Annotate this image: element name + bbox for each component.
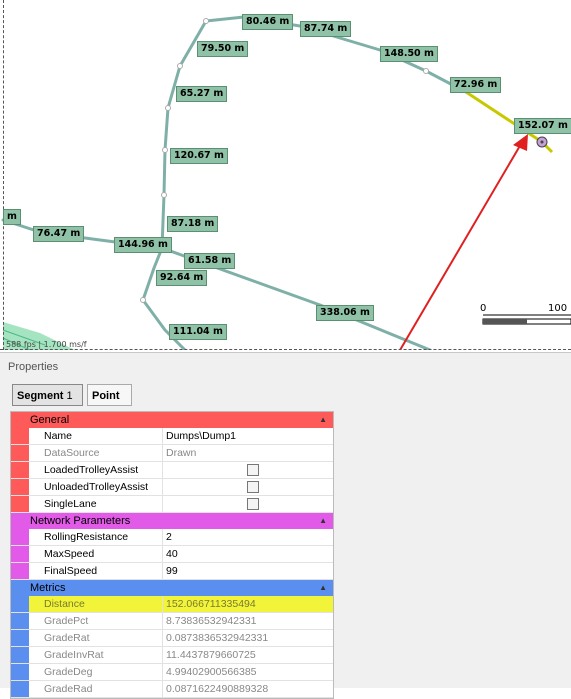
property-grid: General ▲ Name Dumps\Dump1 DataSource Dr…	[10, 411, 334, 699]
segment-label[interactable]: 61.58 m	[184, 253, 236, 269]
segment-label[interactable]: 120.67 m	[170, 148, 228, 164]
segment-label-selected[interactable]: 152.07 m	[514, 118, 571, 134]
area-shape	[3, 322, 75, 350]
property-row-grade-deg[interactable]: GradeDeg 4.99402900566385	[11, 664, 333, 681]
segment-label[interactable]: 65.27 m	[176, 86, 228, 102]
map-border	[3, 0, 4, 350]
segment-label[interactable]: 111.04 m	[169, 324, 227, 340]
property-value[interactable]: 40	[166, 548, 178, 560]
property-name: DataSource	[44, 447, 100, 459]
property-row-name[interactable]: Name Dumps\Dump1	[11, 428, 333, 445]
property-row-grade-rad[interactable]: GradeRad 0.0871622490889328	[11, 681, 333, 698]
property-value: Drawn	[166, 447, 197, 459]
property-name: RollingResistance	[44, 531, 129, 543]
segment-label[interactable]: 148.50 m	[380, 46, 438, 62]
property-row-grade-inv-rat[interactable]: GradeInvRat 11.4437879660725	[11, 647, 333, 664]
segment-label[interactable]: 72.96 m	[450, 77, 502, 93]
property-name: GradeRad	[44, 683, 93, 695]
checkbox[interactable]	[247, 464, 259, 476]
tab-count: 1	[66, 390, 73, 402]
segment-label[interactable]: 92.64 m	[156, 270, 208, 286]
properties-panel: Properties Segment 1 Point 1 General ▲ N…	[0, 352, 571, 699]
property-name: Name	[44, 430, 73, 442]
scale-end-label: 100	[548, 303, 568, 314]
chevron-up-icon[interactable]: ▲	[319, 516, 327, 525]
category-label: Network Parameters	[30, 515, 131, 527]
tab-point[interactable]: Point 1	[87, 384, 132, 424]
property-name: SingleLane	[44, 498, 97, 510]
panel-title: Properties	[8, 361, 59, 373]
segment-label[interactable]: 338.06 m	[316, 305, 374, 321]
category-label: General	[30, 414, 70, 426]
property-row-single-lane[interactable]: SingleLane	[11, 496, 333, 513]
property-value: 152.066711335494	[166, 598, 256, 610]
tab-label: Segment	[17, 390, 64, 402]
property-row-loaded-trolley-assist[interactable]: LoadedTrolleyAssist	[11, 462, 333, 479]
property-name: Distance	[44, 598, 85, 610]
property-row-rolling-resistance[interactable]: RollingResistance 2	[11, 529, 333, 546]
chevron-up-icon[interactable]: ▲	[319, 583, 327, 592]
area-edge	[2, 329, 46, 346]
segment-label[interactable]: 80.46 m	[242, 14, 294, 30]
property-value: 11.4437879660725	[166, 649, 256, 661]
tab-segment[interactable]: Segment 1	[12, 384, 83, 406]
roads	[1, 15, 468, 350]
fps-readout: 588 fps | 1.700 ms/f	[6, 340, 87, 349]
annotation-arrow	[398, 134, 528, 350]
property-row-grade-rat[interactable]: GradeRat 0.0873836532942331	[11, 630, 333, 647]
property-value: 8.73836532942331	[166, 615, 257, 627]
checkbox[interactable]	[247, 498, 259, 510]
segment-label[interactable]: 79.50 m	[197, 41, 249, 57]
property-value[interactable]: 99	[166, 565, 178, 577]
category-metrics[interactable]: Metrics ▲	[11, 580, 333, 596]
map-border	[0, 349, 571, 350]
road-network[interactable]	[0, 0, 571, 350]
segment-label[interactable]: 144.96 m	[114, 237, 172, 253]
property-name: GradePct	[44, 615, 89, 627]
segment-label[interactable]: m	[3, 209, 21, 225]
property-name: MaxSpeed	[44, 548, 95, 560]
property-name: UnloadedTrolleyAssist	[44, 481, 149, 493]
property-row-final-speed[interactable]: FinalSpeed 99	[11, 563, 333, 580]
property-name: FinalSpeed	[44, 565, 98, 577]
property-name: LoadedTrolleyAssist	[44, 464, 139, 476]
segment-label[interactable]: 87.74 m	[300, 21, 352, 37]
property-value: 0.0871622490889328	[166, 683, 269, 695]
property-name: GradeDeg	[44, 666, 93, 678]
property-name: GradeRat	[44, 632, 90, 644]
point-marker-center	[540, 140, 544, 144]
chevron-up-icon[interactable]: ▲	[319, 415, 327, 424]
segment-label[interactable]: 76.47 m	[33, 226, 85, 242]
checkbox[interactable]	[247, 481, 259, 493]
property-row-grade-pct[interactable]: GradePct 8.73836532942331	[11, 613, 333, 630]
property-row-unloaded-trolley-assist[interactable]: UnloadedTrolleyAssist	[11, 479, 333, 496]
property-value[interactable]: Dumps\Dump1	[166, 430, 237, 442]
tab-label: Point	[92, 390, 120, 402]
category-general[interactable]: General ▲	[11, 412, 333, 428]
property-value[interactable]: 2	[166, 531, 172, 543]
property-row-max-speed[interactable]: MaxSpeed 40	[11, 546, 333, 563]
property-name: GradeInvRat	[44, 649, 104, 661]
category-network-parameters[interactable]: Network Parameters ▲	[11, 513, 333, 529]
property-value: 0.0873836532942331	[166, 632, 269, 644]
selected-segment[interactable]	[465, 90, 543, 144]
property-value: 4.99402900566385	[166, 666, 257, 678]
road-nodes	[140, 18, 429, 303]
category-label: Metrics	[30, 582, 66, 594]
map-view[interactable]: 80.46 m 87.74 m 79.50 m 148.50 m 72.96 m…	[0, 0, 571, 350]
scale-start-label: 0	[480, 303, 487, 314]
segment-label[interactable]: 87.18 m	[167, 216, 219, 232]
scale-bar	[482, 314, 571, 325]
property-row-distance[interactable]: Distance 152.066711335494	[11, 596, 333, 613]
property-row-datasource[interactable]: DataSource Drawn	[11, 445, 333, 462]
area-edge	[2, 337, 31, 350]
